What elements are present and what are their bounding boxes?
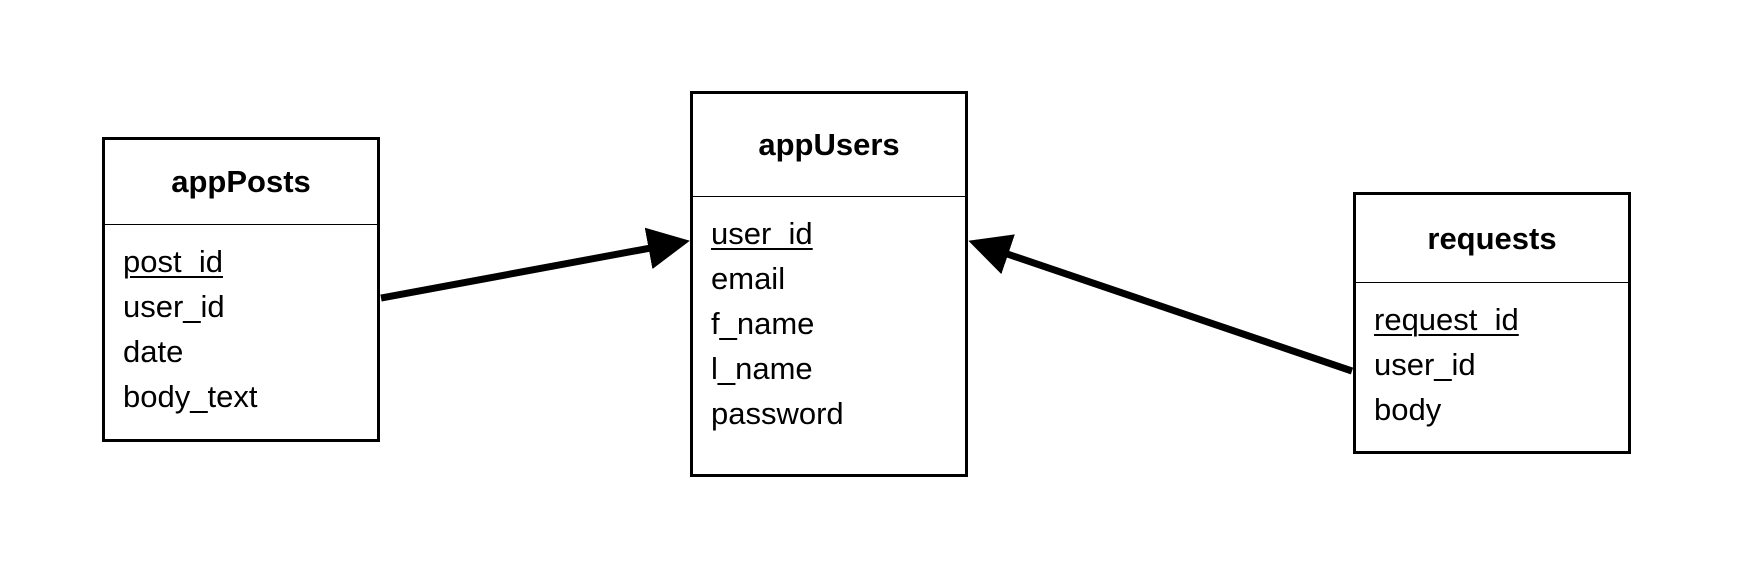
field-request-id: request_id (1374, 302, 1519, 337)
field-user-id: user_id (1374, 347, 1476, 382)
field-l-name: l_name (711, 351, 813, 386)
entity-appposts[interactable]: appPosts post_id user_id date body_text (102, 137, 380, 442)
field-date: date (123, 334, 184, 369)
relationship-requests-to-appusers (968, 234, 1354, 375)
entity-fields-appposts: post_id user_id date body_text (105, 225, 377, 419)
entity-title-appposts: appPosts (105, 140, 377, 225)
entity-appusers[interactable]: appUsers user_id email f_name l_name pas… (690, 91, 968, 477)
field-f-name: f_name (711, 306, 815, 341)
entity-fields-requests: request_id user_id body (1356, 283, 1628, 432)
entity-fields-appusers: user_id email f_name l_name password (693, 197, 965, 436)
field-password: password (711, 396, 844, 431)
field-body-text: body_text (123, 379, 258, 414)
relationship-appposts-to-appusers (380, 227, 690, 302)
field-body: body (1374, 392, 1442, 427)
entity-requests[interactable]: requests request_id user_id body (1353, 192, 1631, 454)
field-user-id: user_id (123, 289, 225, 324)
field-post-id: post_id (123, 244, 223, 279)
field-user-id: user_id (711, 216, 813, 251)
field-email: email (711, 261, 786, 296)
entity-title-appusers: appUsers (693, 94, 965, 197)
entity-title-requests: requests (1356, 195, 1628, 283)
